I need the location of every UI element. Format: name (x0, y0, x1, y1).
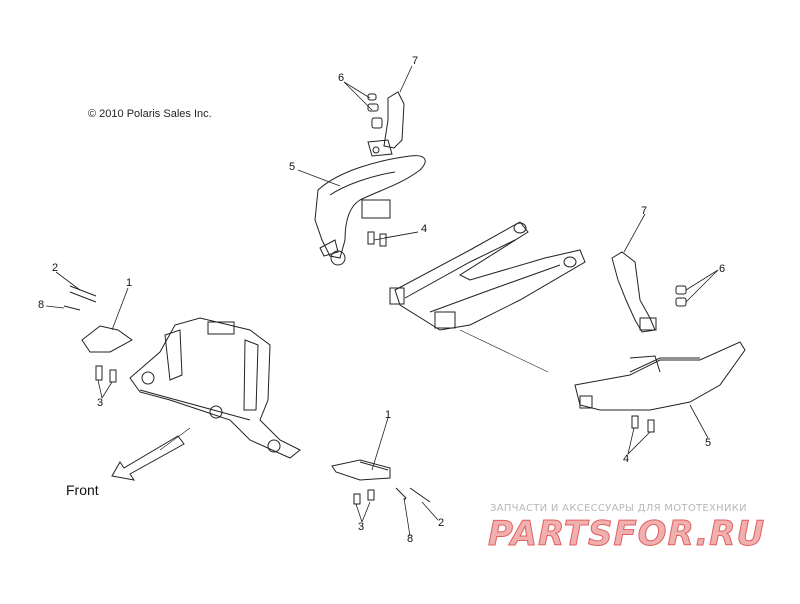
bolts-top (367, 93, 383, 129)
cover-1-bottom (331, 459, 391, 481)
bracket-top (367, 91, 405, 157)
callout-8-left: 8 (38, 299, 45, 311)
side-panel-top (314, 155, 426, 266)
callout-1-left: 1 (126, 277, 133, 289)
callout-2-bottom: 2 (438, 517, 445, 529)
callout-5-top: 5 (289, 161, 296, 173)
pins-left (63, 285, 97, 311)
watermark-tagline: ЗАПЧАСТИ И АКСЕССУАРЫ ДЛЯ МОТОТЕХНИКИ (490, 503, 747, 514)
bracket-right (611, 251, 657, 333)
copyright-text: © 2010 Polaris Sales Inc. (88, 108, 212, 120)
alignment-lines (159, 329, 549, 451)
callout-4-right: 4 (623, 453, 630, 465)
callout-4-top: 4 (421, 223, 428, 235)
callout-5-right: 5 (705, 437, 712, 449)
bolts-right (675, 285, 687, 307)
watermark-logo: PARTSFOR.RU (487, 514, 766, 555)
callout-3-left: 3 (97, 397, 104, 409)
front-arrow-icon (111, 435, 185, 481)
bolts-4-right (631, 415, 655, 433)
front-direction-label: Front (66, 482, 99, 498)
swingarm (389, 221, 586, 331)
callout-2-left: 2 (52, 262, 59, 274)
screws-3-bottom (353, 489, 375, 505)
callout-7-top: 7 (412, 55, 419, 67)
callout-6-right: 6 (719, 263, 726, 275)
leader-lines (45, 65, 719, 537)
callout-8-bottom: 8 (407, 533, 414, 545)
callout-6-top: 6 (338, 72, 345, 84)
screws-3-left (95, 365, 117, 383)
callout-7-right: 7 (641, 205, 648, 217)
rear-frame (129, 317, 301, 459)
bolts-4-top (367, 231, 387, 247)
side-panel-right (574, 341, 746, 411)
callout-1-bottom: 1 (385, 409, 392, 421)
callout-3-bottom: 3 (358, 521, 365, 533)
pins-bottom (395, 487, 431, 503)
cover-1-left (81, 325, 133, 353)
